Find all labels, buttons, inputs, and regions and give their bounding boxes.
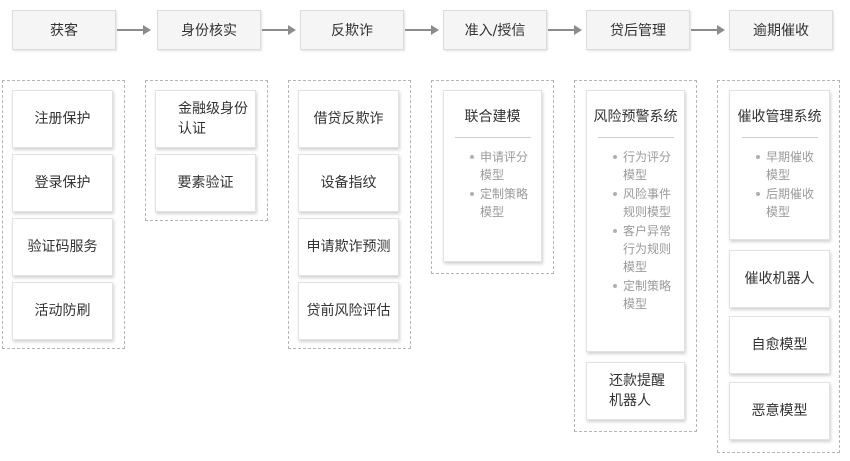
card-collection-system: 催收管理系统 早期催收 模型 后期催收 模型 [729,90,830,240]
group-credit [431,80,554,274]
divider [454,137,531,138]
card-device-fingerprint: 设备指纹 [298,154,399,212]
flow-arrow-icon [262,24,296,36]
list-item: 行为评分 模型 [613,148,684,184]
card-captcha-service: 验证码服务 [12,218,113,276]
stage-label: 逾期催收 [753,23,809,39]
bullet-icon [470,192,474,196]
model-list: 早期催收 模型 后期催收 模型 [730,148,829,221]
stage-label: 反欺诈 [331,23,373,39]
list-item: 后期催收 模型 [756,185,829,221]
stage-collection: 逾期催收 [729,10,833,50]
card-label: 还款提醒 机器人 [609,373,665,409]
card-label: 催收机器人 [744,271,815,287]
card-preloan-risk-assessment: 贷前风险评估 [298,282,399,340]
card-joint-modeling: 联合建模 申请评分 模型 定制策略 模型 [443,90,542,262]
stage-antifraud: 反欺诈 [300,10,404,50]
bullet-icon [470,155,474,159]
list-item: 定制策略 模型 [470,185,541,221]
card-element-verification: 要素验证 [155,154,256,212]
card-risk-warning-system: 风险预警系统 行为评分 模型 风险事件 规则模型 客户异常 行为规则 模型 定制… [586,90,685,352]
card-lending-antifraud: 借贷反欺诈 [298,90,399,148]
flow-arrow-icon [405,24,439,36]
stage-credit: 准入/授信 [443,10,547,50]
card-anti-abuse: 活动防刷 [12,282,113,340]
stage-postloan: 贷后管理 [586,10,690,50]
flow-arrow-icon [548,24,582,36]
card-financial-identity: 金融级身份 认证 [155,90,256,148]
card-label: 金融级身份 认证 [178,101,248,137]
card-repayment-reminder-bot: 还款提醒 机器人 [586,362,685,420]
card-label: 恶意模型 [751,403,808,419]
card-label: 申请欺诈预测 [306,239,391,255]
card-collection-bot: 催收机器人 [729,250,830,308]
divider [741,137,818,138]
group-antifraud [288,80,411,349]
divider [597,137,674,138]
card-label: 设备指纹 [320,175,377,191]
group-postloan [574,80,697,432]
model-list: 申请评分 模型 定制策略 模型 [444,148,541,221]
bullet-icon [756,192,760,196]
card-label: 要素验证 [177,175,234,191]
list-item: 申请评分 模型 [470,148,541,184]
card-label: 登录保护 [34,175,91,191]
stage-label: 获客 [50,23,78,39]
card-login-protection: 登录保护 [12,154,113,212]
stage-label: 准入/授信 [464,23,526,39]
model-list: 行为评分 模型 风险事件 规则模型 客户异常 行为规则 模型 定制策略 模型 [587,148,684,313]
group-collection [717,80,840,453]
bullet-icon [613,284,617,288]
card-self-healing-model: 自愈模型 [729,316,830,374]
list-item: 早期催收 模型 [756,148,829,184]
stage-label: 身份核实 [181,23,237,39]
group-identity [145,80,268,221]
system-title: 联合建模 [464,109,521,125]
card-label: 自愈模型 [751,337,808,353]
list-item: 风险事件 规则模型 [613,185,684,221]
flow-arrow-icon [691,24,725,36]
stage-acquisition: 获客 [12,10,116,50]
bullet-icon [756,155,760,159]
list-item: 定制策略 模型 [613,277,684,313]
system-title: 风险预警系统 [593,109,678,125]
stage-identity: 身份核实 [157,10,261,50]
flow-arrow-icon [117,24,151,36]
bullet-icon [613,229,617,233]
card-label: 借贷反欺诈 [313,111,384,127]
stage-label: 贷后管理 [610,23,666,39]
bullet-icon [613,155,617,159]
card-label: 验证码服务 [27,239,98,255]
card-register-protection: 注册保护 [12,90,113,148]
group-acquisition [2,80,125,349]
card-application-fraud-prediction: 申请欺诈预测 [298,218,399,276]
system-title: 催收管理系统 [737,109,822,125]
card-malicious-model: 恶意模型 [729,382,830,440]
card-label: 贷前风险评估 [306,303,391,319]
card-label: 活动防刷 [34,303,91,319]
bullet-icon [613,192,617,196]
list-item: 客户异常 行为规则 模型 [613,222,684,276]
card-label: 注册保护 [34,111,91,127]
